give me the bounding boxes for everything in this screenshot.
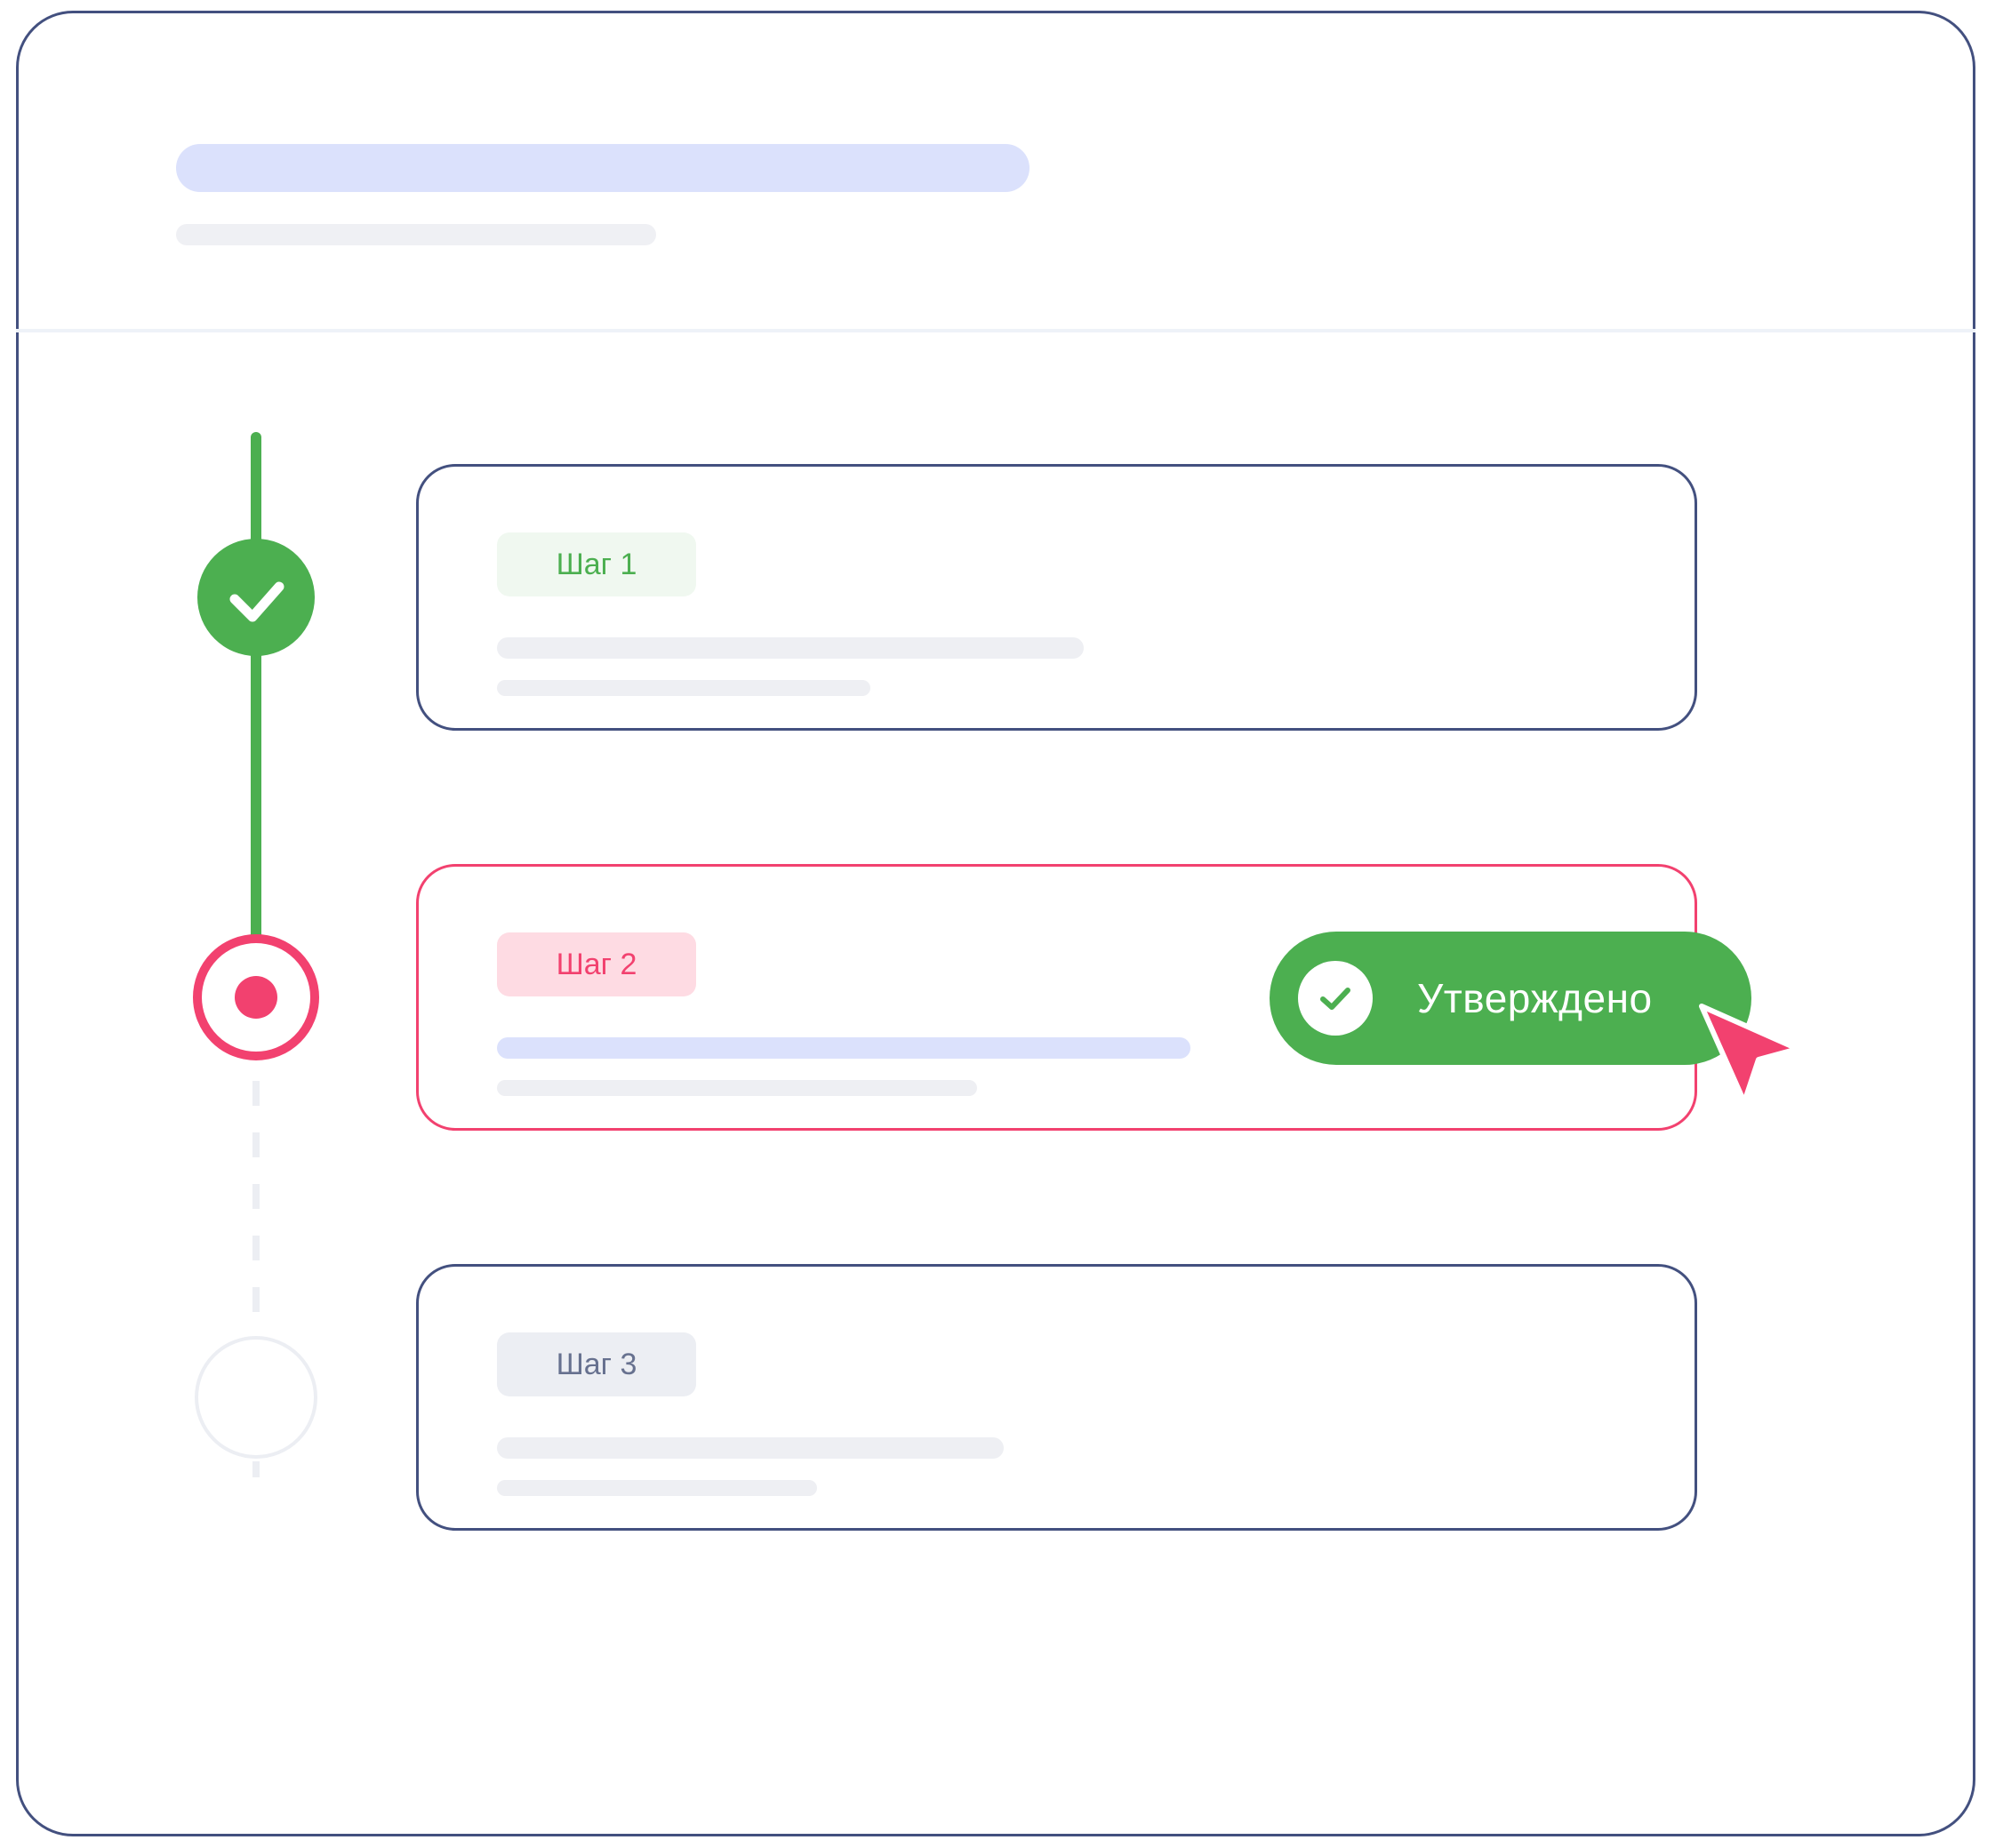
step-badge: Шаг 2 bbox=[497, 932, 696, 996]
check-circle-icon bbox=[1298, 961, 1373, 1036]
step-2-node bbox=[193, 934, 319, 1060]
step-3-node bbox=[195, 1336, 317, 1459]
header-divider bbox=[16, 329, 1975, 332]
page-subtitle-placeholder bbox=[176, 224, 656, 245]
content-placeholder-line bbox=[497, 1480, 817, 1496]
content-placeholder-line bbox=[497, 680, 870, 696]
approve-button[interactable]: Утверждено bbox=[1270, 932, 1751, 1065]
step-card-1[interactable]: Шаг 1 bbox=[416, 464, 1697, 731]
step-1-node bbox=[197, 539, 315, 656]
approve-button-label: Утверждено bbox=[1417, 975, 1653, 1021]
check-icon bbox=[229, 581, 284, 622]
step-card-3[interactable]: Шаг 3 bbox=[416, 1264, 1697, 1531]
step-badge: Шаг 1 bbox=[497, 532, 696, 596]
content-placeholder-line bbox=[497, 1080, 977, 1096]
content-placeholder-line bbox=[497, 1037, 1190, 1059]
mouse-cursor-icon bbox=[1699, 1004, 1800, 1105]
content-placeholder-line bbox=[497, 1437, 1004, 1459]
step-badge: Шаг 3 bbox=[497, 1332, 696, 1396]
content-placeholder-line bbox=[497, 637, 1084, 659]
page-title-placeholder bbox=[176, 144, 1030, 192]
active-dot-icon bbox=[235, 976, 277, 1019]
